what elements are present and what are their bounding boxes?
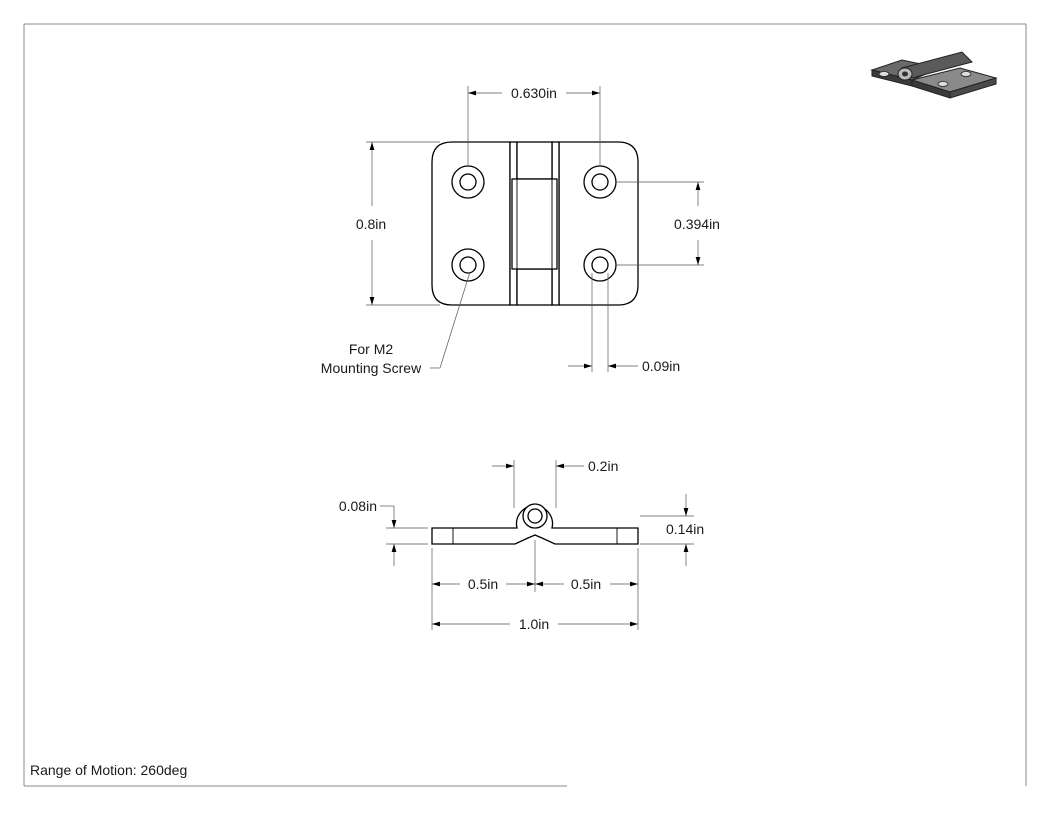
knuckle-middle — [511, 178, 558, 270]
knuckle-bottom — [516, 268, 553, 306]
label-right-0-5in: 0.5in — [571, 576, 601, 592]
dim-overall-width: 1.0in — [432, 616, 638, 632]
dim-half-widths: 0.5in 0.5in — [431, 540, 639, 630]
label-1-0in: 1.0in — [519, 616, 549, 632]
dim-hole-spacing-horizontal: 0.630in — [467, 85, 601, 166]
label-left-0-5in: 0.5in — [468, 576, 498, 592]
label-0-8in: 0.8in — [356, 216, 386, 232]
side-view: 0.2in 0.08in 0.14in 0. — [339, 458, 704, 632]
dim-hole-spacing-vertical: 0.394in — [616, 181, 720, 266]
label-0-08in: 0.08in — [339, 498, 377, 514]
range-of-motion-note: Range of Motion: 260deg — [30, 762, 187, 778]
callout-line-1: For M2 — [349, 341, 394, 357]
dim-leaf-thickness: 0.08in — [339, 498, 428, 566]
knuckle-top — [516, 141, 553, 180]
dim-overall-height: 0.8in — [356, 141, 440, 306]
label-0-09in: 0.09in — [642, 358, 680, 374]
callout-line-2: Mounting Screw — [321, 360, 422, 376]
pin-inner — [527, 508, 543, 524]
label-0-14in: 0.14in — [666, 521, 704, 537]
drawing-frame — [23, 23, 1027, 787]
dim-overall-thickness: 0.14in — [640, 494, 704, 566]
label-0-2in: 0.2in — [588, 458, 618, 474]
top-view: 0.630in 0.8in 0.394in 0.09in — [321, 85, 720, 376]
label-0-394in: 0.394in — [674, 216, 720, 232]
label-0-630in: 0.630in — [511, 85, 557, 101]
right-leaf — [558, 141, 639, 306]
isometric-hinge-thumbnail — [870, 51, 998, 99]
callout-mounting-screw: For M2 Mounting Screw — [321, 271, 471, 376]
dim-hole-diameter: 0.09in — [568, 273, 680, 374]
dim-knuckle-diameter: 0.2in — [492, 458, 618, 508]
